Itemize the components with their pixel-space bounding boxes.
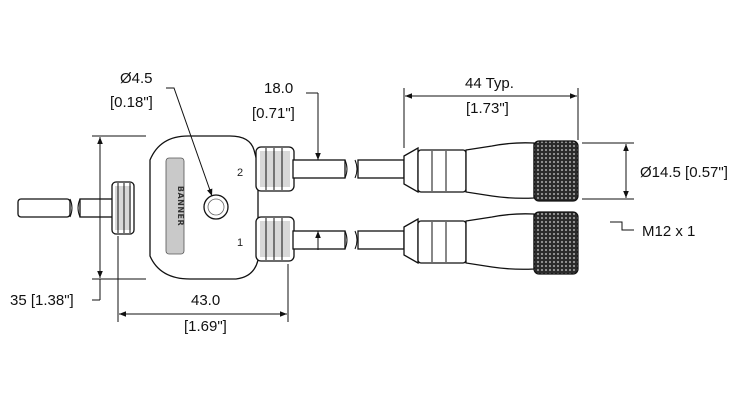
body-width-inch-label: [1.69"] [184, 318, 227, 335]
body-width-dimension: 43.0 [1.69"] [117, 236, 289, 335]
cable-length-dimension: 44 Typ. [1.73"] [403, 75, 579, 148]
input-connector [111, 181, 135, 235]
coupling-nut [533, 140, 579, 202]
hole-diameter-dimension: Ø4.5 [0.18"] [110, 70, 213, 197]
connector-diameter-label: Ø14.5 [0.57"] [640, 164, 728, 181]
input-cable [17, 198, 115, 218]
body-height-dimension: 35 [1.38"] [10, 135, 146, 309]
hole-diameter-label: Ø4.5 [120, 70, 153, 87]
cordset-2 [354, 140, 579, 202]
port-spacing-label: 18.0 [264, 80, 293, 97]
port-spacing-inch-label: [0.71"] [252, 105, 295, 122]
brand-plate [165, 157, 185, 255]
port-1-label: 1 [237, 237, 243, 249]
port-spacing-dimension: 18.0 [0.71"] [252, 80, 321, 250]
cordset-1 [354, 211, 579, 275]
hole-diameter-inch-label: [0.18"] [110, 94, 153, 111]
body-width-label: 43.0 [191, 292, 220, 309]
thread-callout: M12 x 1 [610, 221, 695, 240]
coupling-nut [533, 211, 579, 275]
connector-diameter-dimension: Ø14.5 [0.57"] [582, 142, 728, 200]
outlet-1 [255, 216, 348, 262]
port-2-label: 2 [237, 167, 243, 179]
brand-label: BANNER [176, 186, 185, 226]
splitter-body: BANNER 2 1 [149, 135, 259, 280]
mounting-hole [203, 194, 229, 220]
cable-length-inch-label: [1.73"] [466, 100, 509, 117]
outlet-2 [255, 146, 348, 192]
thread-label: M12 x 1 [642, 223, 695, 240]
cable-length-label: 44 Typ. [465, 75, 514, 92]
body-height-label: 35 [1.38"] [10, 292, 74, 309]
